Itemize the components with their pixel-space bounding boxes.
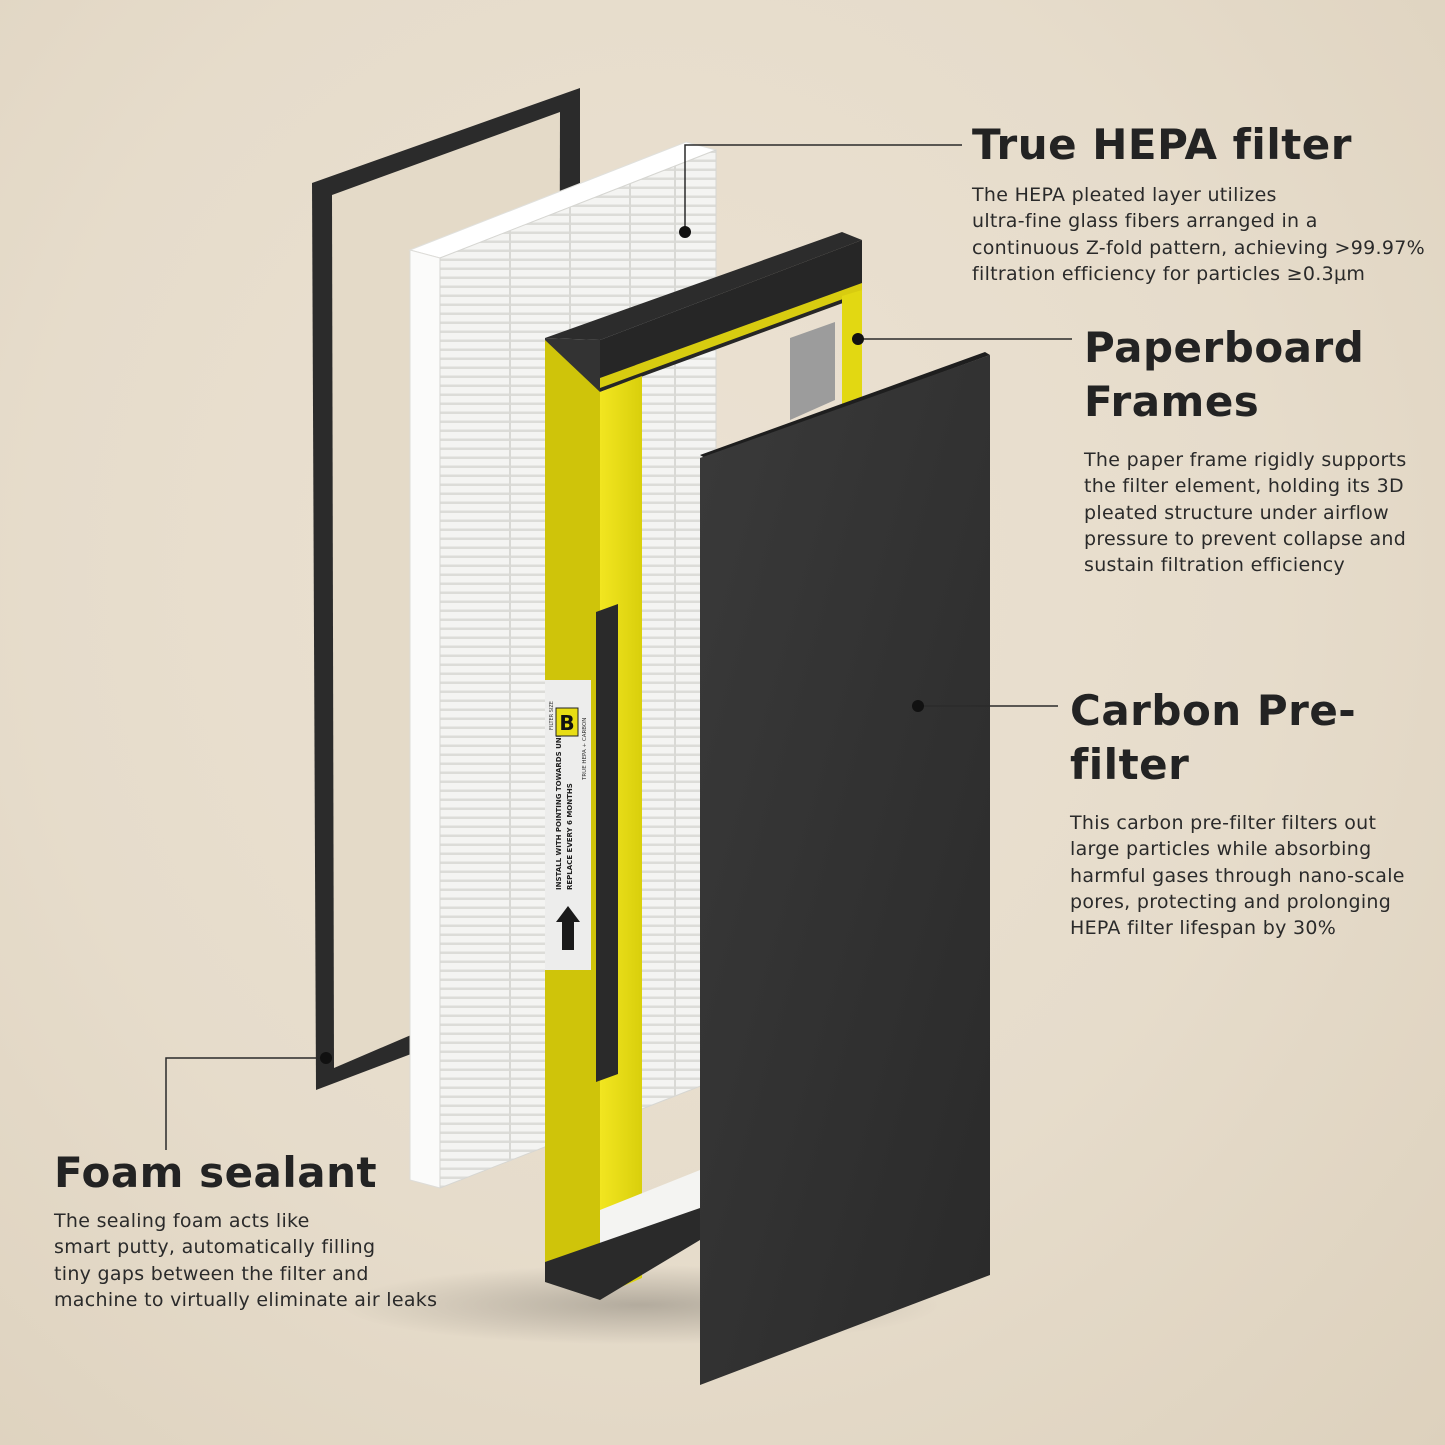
callout-foam-text: The sealing foam acts like smart putty, … bbox=[54, 1210, 438, 1311]
frame-label-install: INSTALL WITH POINTING TOWARDS UNIT bbox=[555, 730, 563, 890]
frame-label-replace: REPLACE EVERY 6 MONTHS bbox=[566, 783, 574, 890]
frame-label: INSTALL WITH POINTING TOWARDS UNIT REPLA… bbox=[545, 680, 591, 970]
carbon-marker-dot bbox=[912, 700, 924, 712]
frame-label-type: TRUE HEPA + CARBON bbox=[582, 718, 588, 781]
callout-carbon: Carbon Pre-filter This carbon pre-filter… bbox=[1070, 684, 1440, 941]
hepa-leader-line bbox=[684, 144, 962, 232]
frame-label-size-letter: B bbox=[559, 711, 574, 735]
callout-foam: Foam sealant The sealing foam acts like … bbox=[54, 1146, 504, 1313]
foam-leader-line bbox=[165, 1057, 326, 1150]
callout-frame-text: The paper frame rigidly supports the fil… bbox=[1084, 449, 1407, 577]
carbon-prefilter-sheet bbox=[700, 352, 990, 1385]
callout-hepa-title: True HEPA filter bbox=[972, 120, 1352, 169]
foam-marker-dot bbox=[320, 1052, 332, 1064]
arrow-up-icon bbox=[556, 906, 580, 950]
callout-foam-title: Foam sealant bbox=[54, 1148, 378, 1197]
frame-marker-dot bbox=[852, 333, 864, 345]
callout-carbon-text: This carbon pre-filter filters out large… bbox=[1070, 812, 1405, 940]
callout-hepa: True HEPA filter The HEPA pleated layer … bbox=[972, 118, 1442, 287]
leader-lines bbox=[165, 144, 1072, 1150]
callout-frame-title: Paperboard Frames bbox=[1084, 323, 1365, 426]
callout-hepa-text: The HEPA pleated layer utilizes ultra-fi… bbox=[972, 184, 1425, 285]
hepa-marker-dot bbox=[679, 226, 691, 238]
callout-frame: Paperboard Frames The paper frame rigidl… bbox=[1084, 321, 1434, 578]
callout-carbon-title: Carbon Pre-filter bbox=[1070, 686, 1357, 789]
frame-label-size-caption: FILTER SIZE bbox=[549, 701, 555, 730]
